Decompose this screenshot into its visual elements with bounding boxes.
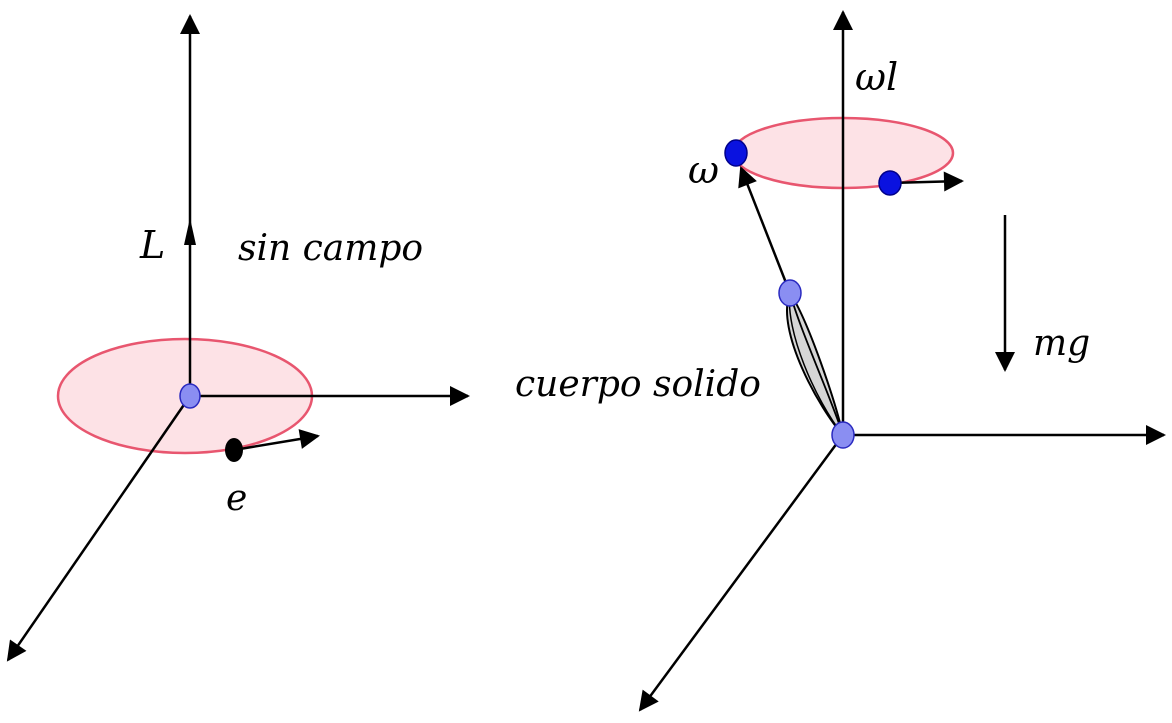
right-diagram: ωl ω mg cuerpo solido: [515, 10, 1166, 712]
angular-momentum-label: L: [139, 223, 165, 267]
left-diagonal-axis: [6, 395, 192, 662]
left-origin-node: [179, 383, 201, 409]
left-diagram: L sin campo e: [6, 14, 470, 662]
orbit-particle: [878, 170, 902, 196]
gravity-force-label: mg: [1033, 323, 1090, 364]
rod-top-node: [778, 279, 802, 307]
electron-label: e: [226, 478, 247, 519]
omega-l-label: ωl: [855, 55, 898, 99]
orbit-particle-velocity-arrow: [889, 171, 964, 192]
right-origin-node: [831, 421, 855, 449]
solid-body-label: cuerpo solido: [515, 364, 761, 405]
right-diagonal-axis: [638, 434, 845, 712]
no-field-label: sin campo: [238, 228, 423, 269]
omega-tip-particle: [724, 139, 748, 167]
electron-velocity-arrow: [233, 429, 320, 452]
electron-particle: [225, 438, 243, 462]
omega-vector: [738, 166, 792, 294]
angular-momentum-arrowhead: [184, 218, 196, 245]
solid-body-rod: [786, 290, 845, 439]
omega-label: ω: [688, 148, 719, 192]
